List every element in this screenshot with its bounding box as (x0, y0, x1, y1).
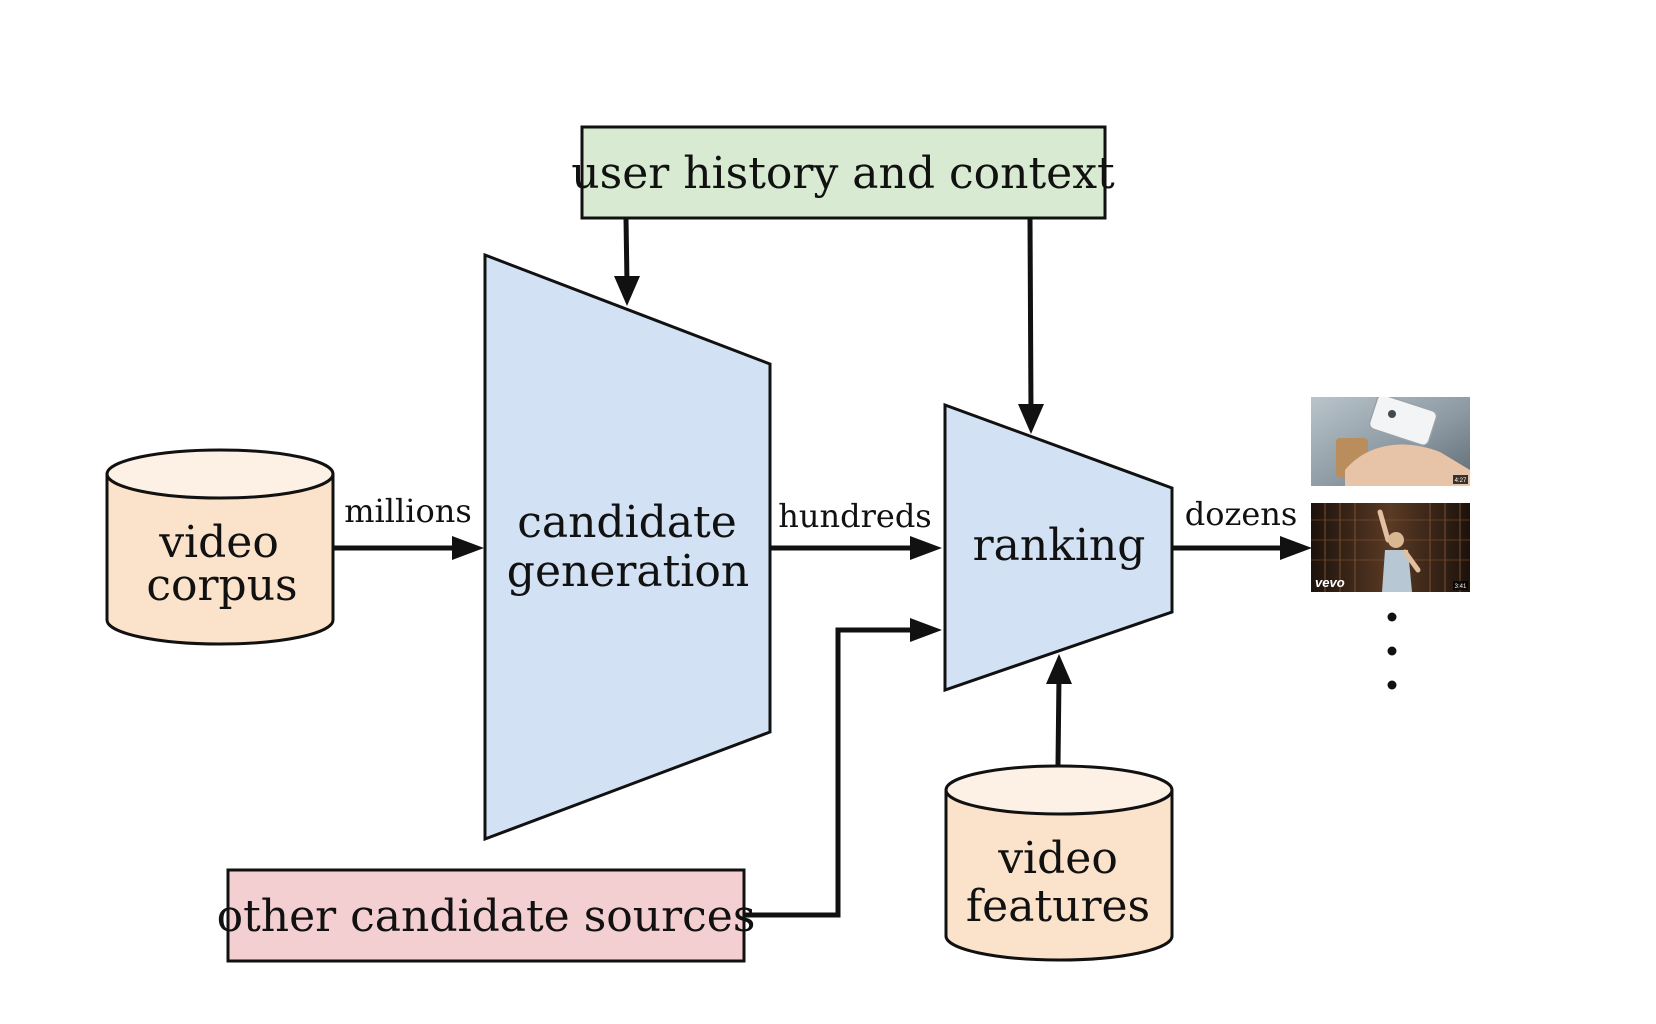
arrow-video-features-to-ranking (1055, 675, 1062, 766)
result-thumbnail-2: vevo 3:41 (1311, 503, 1470, 592)
arrowhead-down-icon (1018, 404, 1044, 434)
flow-label-millions: millions (344, 492, 472, 530)
connector-lines (334, 217, 1286, 918)
arrow-other-sources-to-ranking (743, 627, 915, 918)
thumbnail-1-duration: 4:27 (1455, 478, 1467, 484)
arrowhead-right-icon (910, 536, 942, 560)
dancer-icon (1377, 509, 1421, 592)
hand-icon (1345, 444, 1470, 486)
ranking-funnel: ranking (943, 402, 1174, 693)
ranking-label: ranking (973, 520, 1146, 571)
thumbnail-2-duration: 3:41 (1455, 584, 1467, 590)
candidate-generation-funnel: candidate generation (483, 252, 772, 842)
candidate-generation-label-line1: candidate (517, 497, 737, 548)
arrowhead-right-icon (910, 618, 942, 642)
video-corpus-label-line1: video (158, 517, 279, 568)
arrow-context-to-candidate-generation (623, 217, 630, 285)
arrowhead-down-icon (614, 276, 640, 306)
flow-label-dozens: dozens (1185, 495, 1298, 533)
vevo-logo: vevo (1315, 575, 1345, 590)
video-features-label-line1: video (997, 833, 1118, 884)
video-features-label-line2: features (966, 881, 1150, 932)
vertical-ellipsis-icon (1387, 612, 1397, 690)
arrowhead-right-icon (1280, 536, 1312, 560)
result-thumbnail-1: 4:27 (1311, 397, 1470, 486)
arrowheads (452, 276, 1312, 684)
video-corpus-label-line2: corpus (146, 560, 297, 611)
candidate-generation-label-line2: generation (507, 546, 749, 597)
arrow-context-to-ranking (1027, 217, 1034, 413)
other-sources-label: other candidate sources (217, 891, 756, 942)
other-sources-box: other candidate sources (217, 868, 756, 963)
arrowhead-up-icon (1046, 654, 1072, 684)
video-features-store: video features (944, 764, 1174, 962)
context-box: user history and context (571, 125, 1115, 220)
context-box-label: user history and context (571, 148, 1115, 199)
smartphone-icon (1368, 397, 1438, 446)
flow-label-hundreds: hundreds (778, 497, 931, 535)
arrowhead-right-icon (452, 536, 484, 560)
video-corpus-store: video corpus (105, 448, 335, 646)
